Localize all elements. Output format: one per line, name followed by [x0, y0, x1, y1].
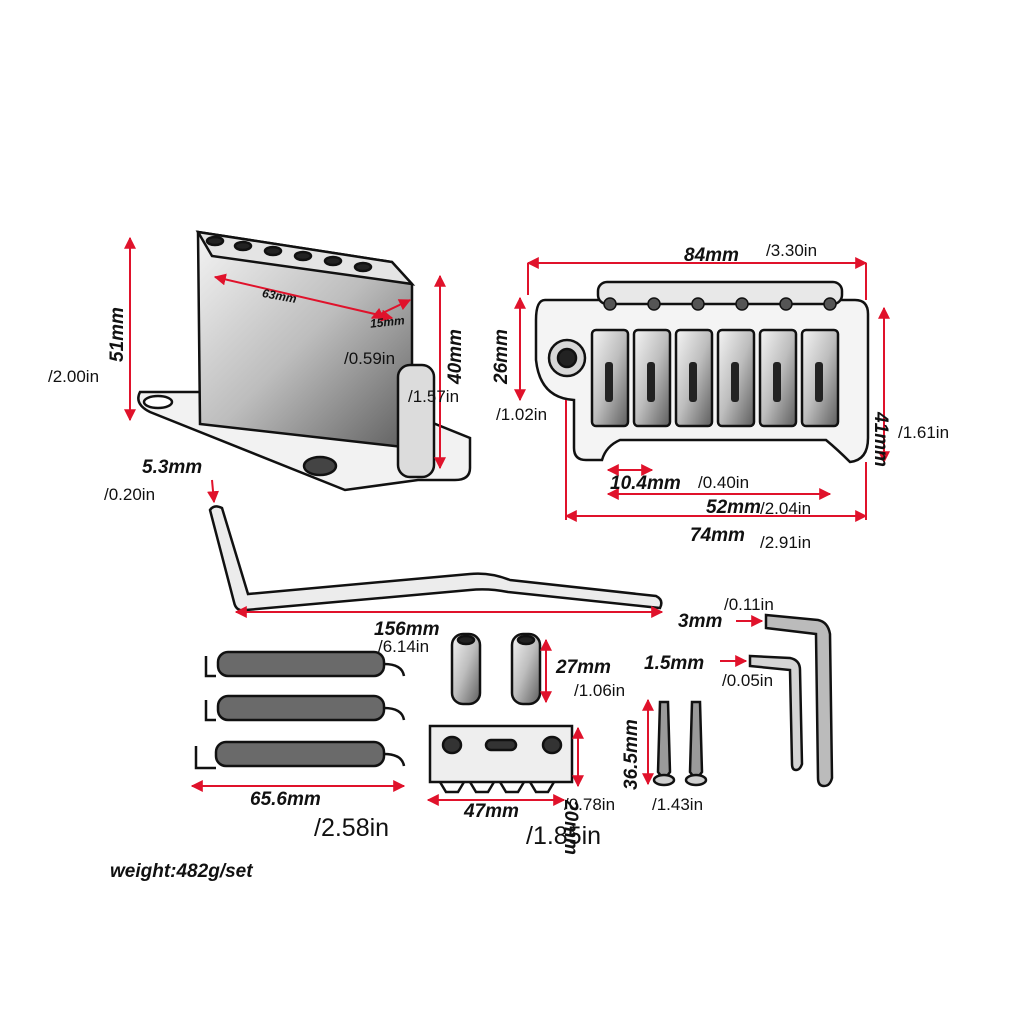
spring-length-in: /2.58in	[314, 814, 390, 842]
wrench-small-size-in: /0.05in	[722, 671, 774, 690]
claw-drawing	[428, 724, 574, 794]
wrench-large-size-in: /0.11in	[724, 595, 774, 614]
wrench-dimensions	[720, 615, 764, 667]
screw-length-mm: 36.5mm	[621, 719, 642, 790]
spring-1	[204, 650, 406, 678]
bridge-left-height-mm: 26mm	[491, 329, 512, 384]
spring-length-mm: 65.6mm	[250, 789, 321, 810]
string-span-mm: 52mm	[706, 497, 761, 518]
claw-height-in: /0.78in	[564, 795, 616, 814]
wrench-small-size-mm: 1.5mm	[644, 653, 705, 674]
spring-3	[194, 740, 406, 770]
plate-width-mm: 74mm	[690, 525, 745, 546]
saddle-spacing-mm: 10.4mm	[610, 473, 681, 494]
block-height-in: /2.00in	[48, 367, 100, 386]
arm-length-mm: 156mm	[374, 619, 440, 640]
bridge-width-mm: 84mm	[684, 245, 739, 266]
plate-width-in: /2.91in	[760, 533, 812, 552]
tremolo-arm-drawing	[208, 505, 663, 612]
springs-drawing	[194, 650, 406, 770]
bridge-drawing	[534, 280, 870, 464]
claw-dimensions	[426, 726, 584, 806]
claw-width-mm: 47mm	[464, 801, 519, 822]
bridge-dimensions	[514, 257, 890, 522]
bushing-height-in: /1.06in	[574, 681, 626, 700]
bridge-left-height-in: /1.02in	[496, 405, 548, 424]
claw-width-in: /1.85in	[526, 822, 602, 850]
block-side-in: /1.57in	[408, 387, 460, 406]
block-side-mm: 40mm	[445, 329, 466, 384]
bushings-drawing	[450, 632, 542, 706]
block-depth-mm: 15mm	[369, 313, 406, 331]
tremolo-block-drawing	[137, 230, 472, 492]
tremolo-block-dimensions	[124, 236, 446, 470]
wrench-small-drawing	[748, 654, 804, 772]
bridge-right-height-mm: 41mm	[870, 412, 891, 467]
wrench-large-drawing	[764, 613, 834, 788]
tremolo-arm-dimensions	[207, 479, 664, 618]
block-height-mm: 51mm	[107, 307, 128, 362]
bridge-right-height-in: /1.61in	[898, 423, 950, 442]
screws-drawing	[652, 700, 708, 787]
block-depth-in: /0.59in	[344, 349, 396, 368]
arm-diameter-in: /0.20in	[104, 485, 156, 504]
saddle-spacing-in: /0.40in	[698, 473, 750, 492]
screw-length-in: /1.43in	[652, 795, 704, 814]
wrench-large-size-mm: 3mm	[678, 611, 723, 632]
string-span-in: /2.04in	[760, 499, 812, 518]
bridge-width-in: /3.30in	[766, 241, 818, 260]
spring-2	[204, 694, 406, 722]
arm-length-in: /6.14in	[378, 637, 430, 656]
weight-note: weight:482g/set	[110, 861, 253, 882]
bushing-height-mm: 27mm	[556, 657, 611, 678]
arm-diameter-mm: 5.3mm	[142, 457, 203, 478]
